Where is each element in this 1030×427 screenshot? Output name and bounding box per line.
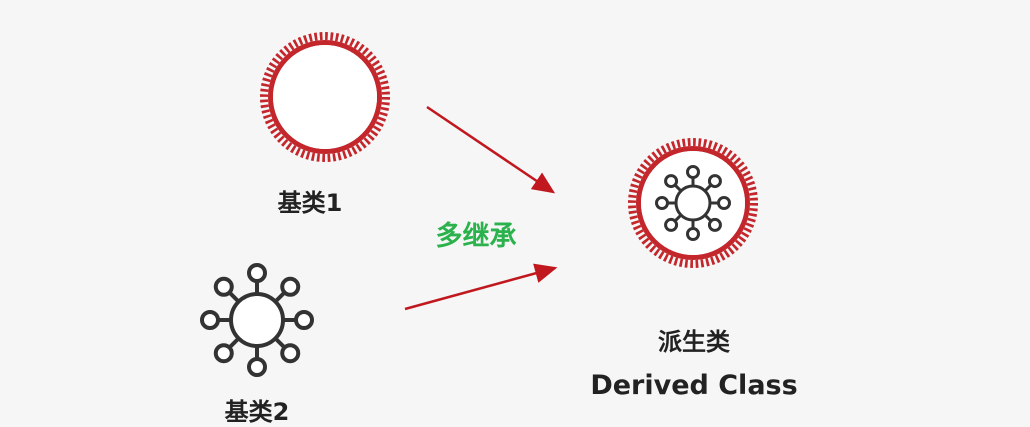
multiple-inheritance-label: 多继承 xyxy=(435,221,517,252)
diagram-canvas xyxy=(200,32,758,377)
base-class-2-label: 基类2 xyxy=(224,398,290,426)
base-class-1-gear-icon xyxy=(260,32,390,162)
base-class-1-label: 基类1 xyxy=(277,189,343,217)
arrow-base1-to-derived xyxy=(426,105,556,194)
derived-class-virus-icon xyxy=(655,165,731,241)
derived-class-cn-label: 派生类 xyxy=(658,328,730,356)
derived-class-en-label: Derived Class xyxy=(590,370,798,401)
base-class-2-virus-icon xyxy=(200,263,314,377)
arrow-base2-to-derived xyxy=(404,263,558,311)
